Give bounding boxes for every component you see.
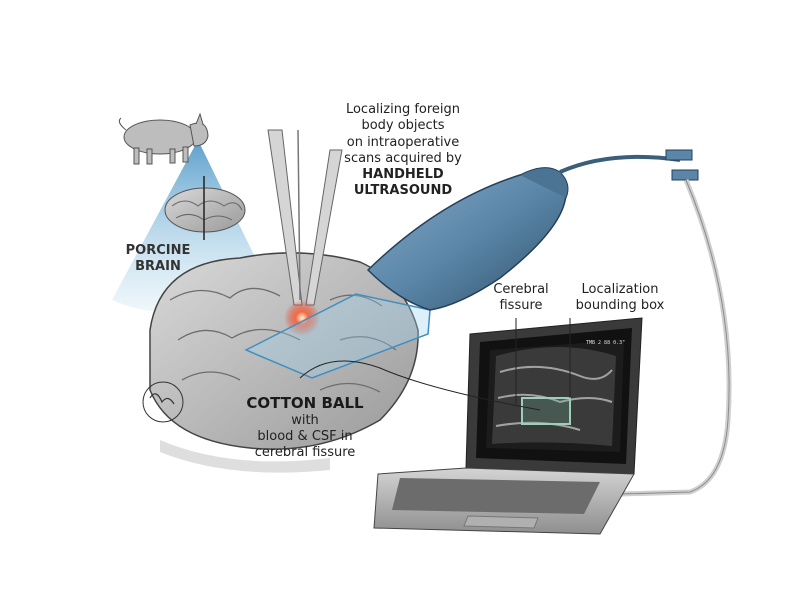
caption-line: scans acquired by [344, 150, 462, 166]
leader-lines [299, 318, 571, 411]
ultrasound-beam-plane [244, 293, 431, 379]
bbox-label-line: bounding box [575, 298, 665, 314]
caption-bold-line: HANDHELD [362, 167, 444, 182]
bbox-label-line: Localization [581, 282, 659, 297]
ultrasound-probe-icon [366, 167, 569, 311]
cable-connector-icon [665, 149, 699, 181]
probe-cable [559, 154, 681, 174]
cotton-ball-glow [284, 300, 320, 336]
pig-icon [118, 112, 209, 165]
fissure-label-line: Cerebral [493, 282, 549, 297]
cerebral-fissure-label: Cerebral fissure [486, 282, 556, 315]
screen-header-text: TMB 2 88 0.3" [586, 340, 626, 346]
surgical-instruments [267, 129, 343, 306]
caption-line: body objects [361, 118, 445, 134]
cotton-ball-title: COTTON BALL [246, 394, 364, 412]
caption-bold-line: ULTRASOUND [353, 183, 453, 199]
porcine-label-line: PORCINE [125, 243, 191, 258]
caption-line: Localizing foreign [345, 102, 461, 117]
porcine-brain-icon [164, 176, 246, 240]
bounding-box-label: Localization bounding box [566, 282, 674, 315]
caption-line: on intraoperative [346, 134, 460, 150]
cotton-ball-label: COTTON BALL with blood & CSF in cerebral… [220, 394, 390, 462]
large-brain-section [149, 252, 419, 473]
cotton-label-line: blood & CSF in [257, 429, 353, 444]
ultrasound-screen-image [486, 340, 624, 452]
cotton-label-line: cerebral fissure [254, 445, 356, 461]
caption: Localizing foreign body objects on intra… [318, 102, 488, 200]
fissure-label-line: fissure [499, 298, 543, 314]
localization-bounding-box [521, 397, 571, 425]
cotton-label-line: with [291, 412, 319, 428]
porcine-label-line: BRAIN [135, 259, 181, 275]
porcine-brain-label: PORCINE BRAIN [118, 243, 198, 276]
signature-logo [142, 381, 184, 423]
